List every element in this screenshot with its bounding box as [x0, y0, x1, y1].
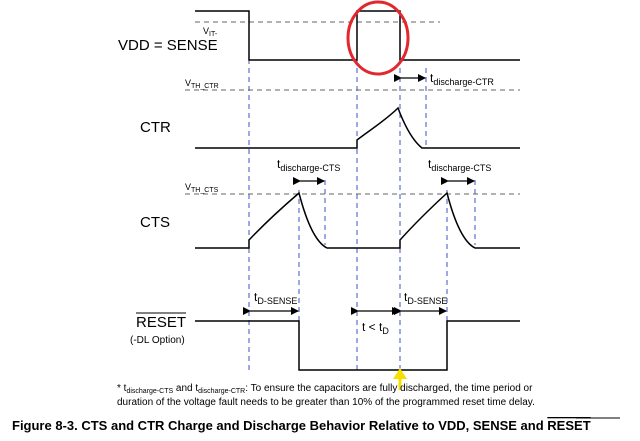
vdd-sense-label: VDD = SENSE: [118, 37, 218, 54]
t-d-sense1-label: tD-SENSE: [254, 290, 297, 306]
threshold-lines: [185, 21, 520, 195]
vth-ctr-label: VTH_CTR: [185, 78, 219, 90]
t-lt-td-label: t < tD: [362, 320, 389, 336]
guide-lines: [248, 14, 476, 370]
vit-label: VIT-: [203, 26, 218, 38]
reset-waveform: [195, 320, 520, 371]
vth-cts-label: VTH_CTS: [185, 182, 219, 194]
figure-caption: Figure 8-3. CTS and CTR Charge and Disch…: [12, 418, 591, 433]
ctr-label: CTR: [140, 119, 171, 136]
caption-reset: RESET: [547, 418, 590, 433]
reset-label: RESET: [136, 314, 186, 331]
footnote-line-1: * tdischarge-CTS and tdischarge-CTR: To …: [117, 383, 533, 395]
yellow-arrow: [393, 368, 407, 390]
vdd-waveform: [195, 10, 520, 61]
t-d-sense2-label: tD-SENSE: [404, 290, 447, 306]
t-discharge-cts1-label: tdischarge-CTS: [277, 157, 340, 173]
t-discharge-cts2-label: tdischarge-CTS: [428, 157, 491, 173]
highlight-circle: [346, 0, 410, 76]
footnote-line-2: duration of the voltage fault needs to b…: [117, 397, 535, 408]
cts-waveform: [195, 191, 520, 249]
ctr-waveform: [195, 106, 520, 149]
cts-label: CTS: [140, 214, 170, 231]
t-discharge-ctr-label: tdischarge-CTR: [430, 71, 494, 87]
reset-option-label: (-DL Option): [130, 335, 185, 346]
